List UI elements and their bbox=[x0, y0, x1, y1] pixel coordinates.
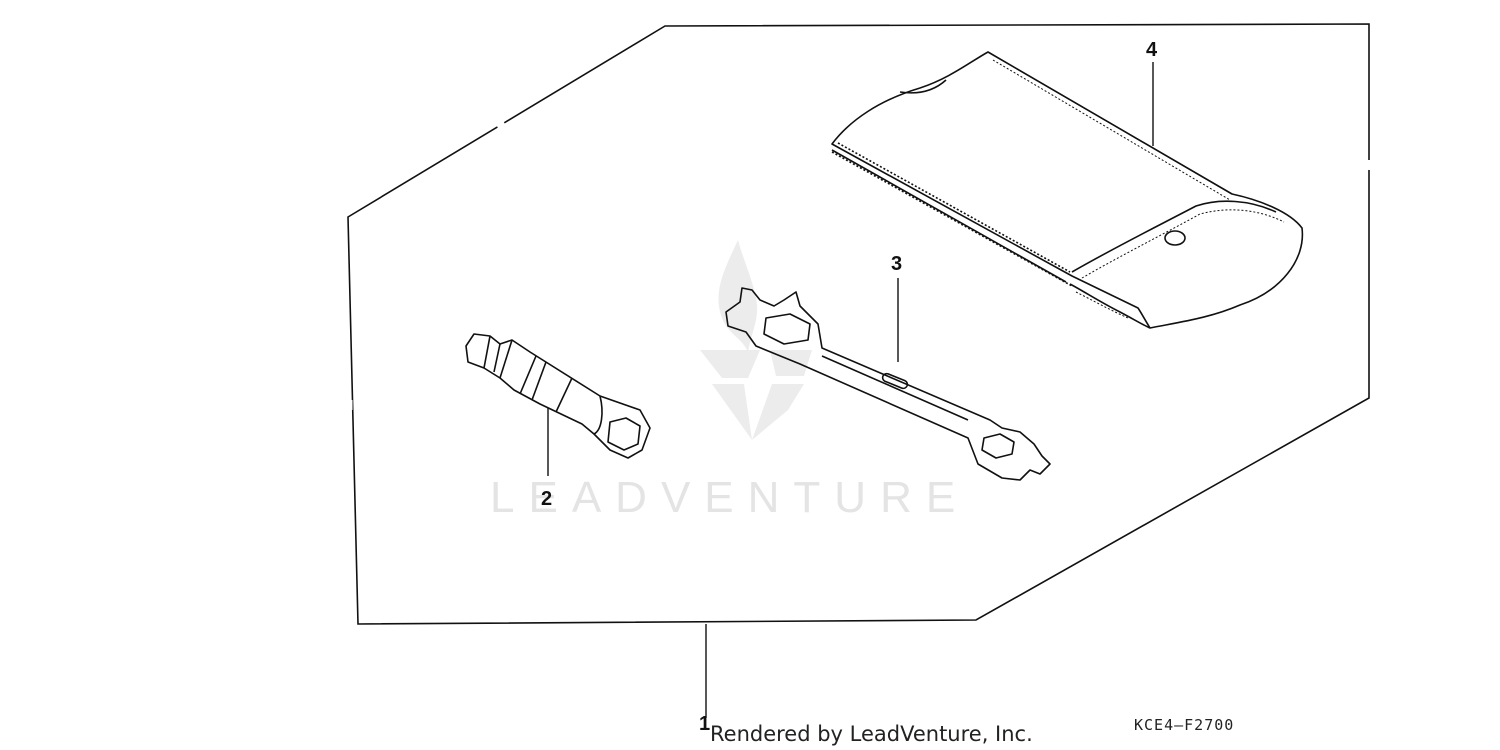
watermark-text: LEADVENTURE bbox=[490, 473, 969, 522]
callout-part-4: 4 bbox=[1146, 39, 1158, 61]
watermark-logo-icon bbox=[700, 240, 812, 440]
wrench-hex-socket-small-icon bbox=[981, 433, 1015, 459]
socket-hex-opening-icon bbox=[607, 417, 641, 451]
tool-bag bbox=[831, 51, 1304, 329]
watermark: LEADVENTURE bbox=[490, 240, 969, 522]
spanner-wrench bbox=[725, 287, 1051, 481]
callout-part-3: 3 bbox=[891, 253, 902, 275]
kit-outline bbox=[347, 23, 1370, 625]
bag-snap-button-icon bbox=[1164, 230, 1186, 246]
plug-socket-wrench bbox=[465, 333, 651, 459]
figure-code: KCE4–F2700 bbox=[1134, 716, 1234, 734]
outline-breaks bbox=[347, 121, 1372, 531]
credit-text: Rendered by LeadVenture, Inc. bbox=[710, 722, 1033, 746]
callout-part-1: 1 bbox=[699, 713, 710, 735]
wrench-slot-icon bbox=[881, 372, 909, 390]
wrench-hex-socket-large-icon bbox=[763, 313, 811, 345]
callout-part-2: 2 bbox=[541, 488, 552, 510]
leader-lines bbox=[547, 62, 1154, 718]
